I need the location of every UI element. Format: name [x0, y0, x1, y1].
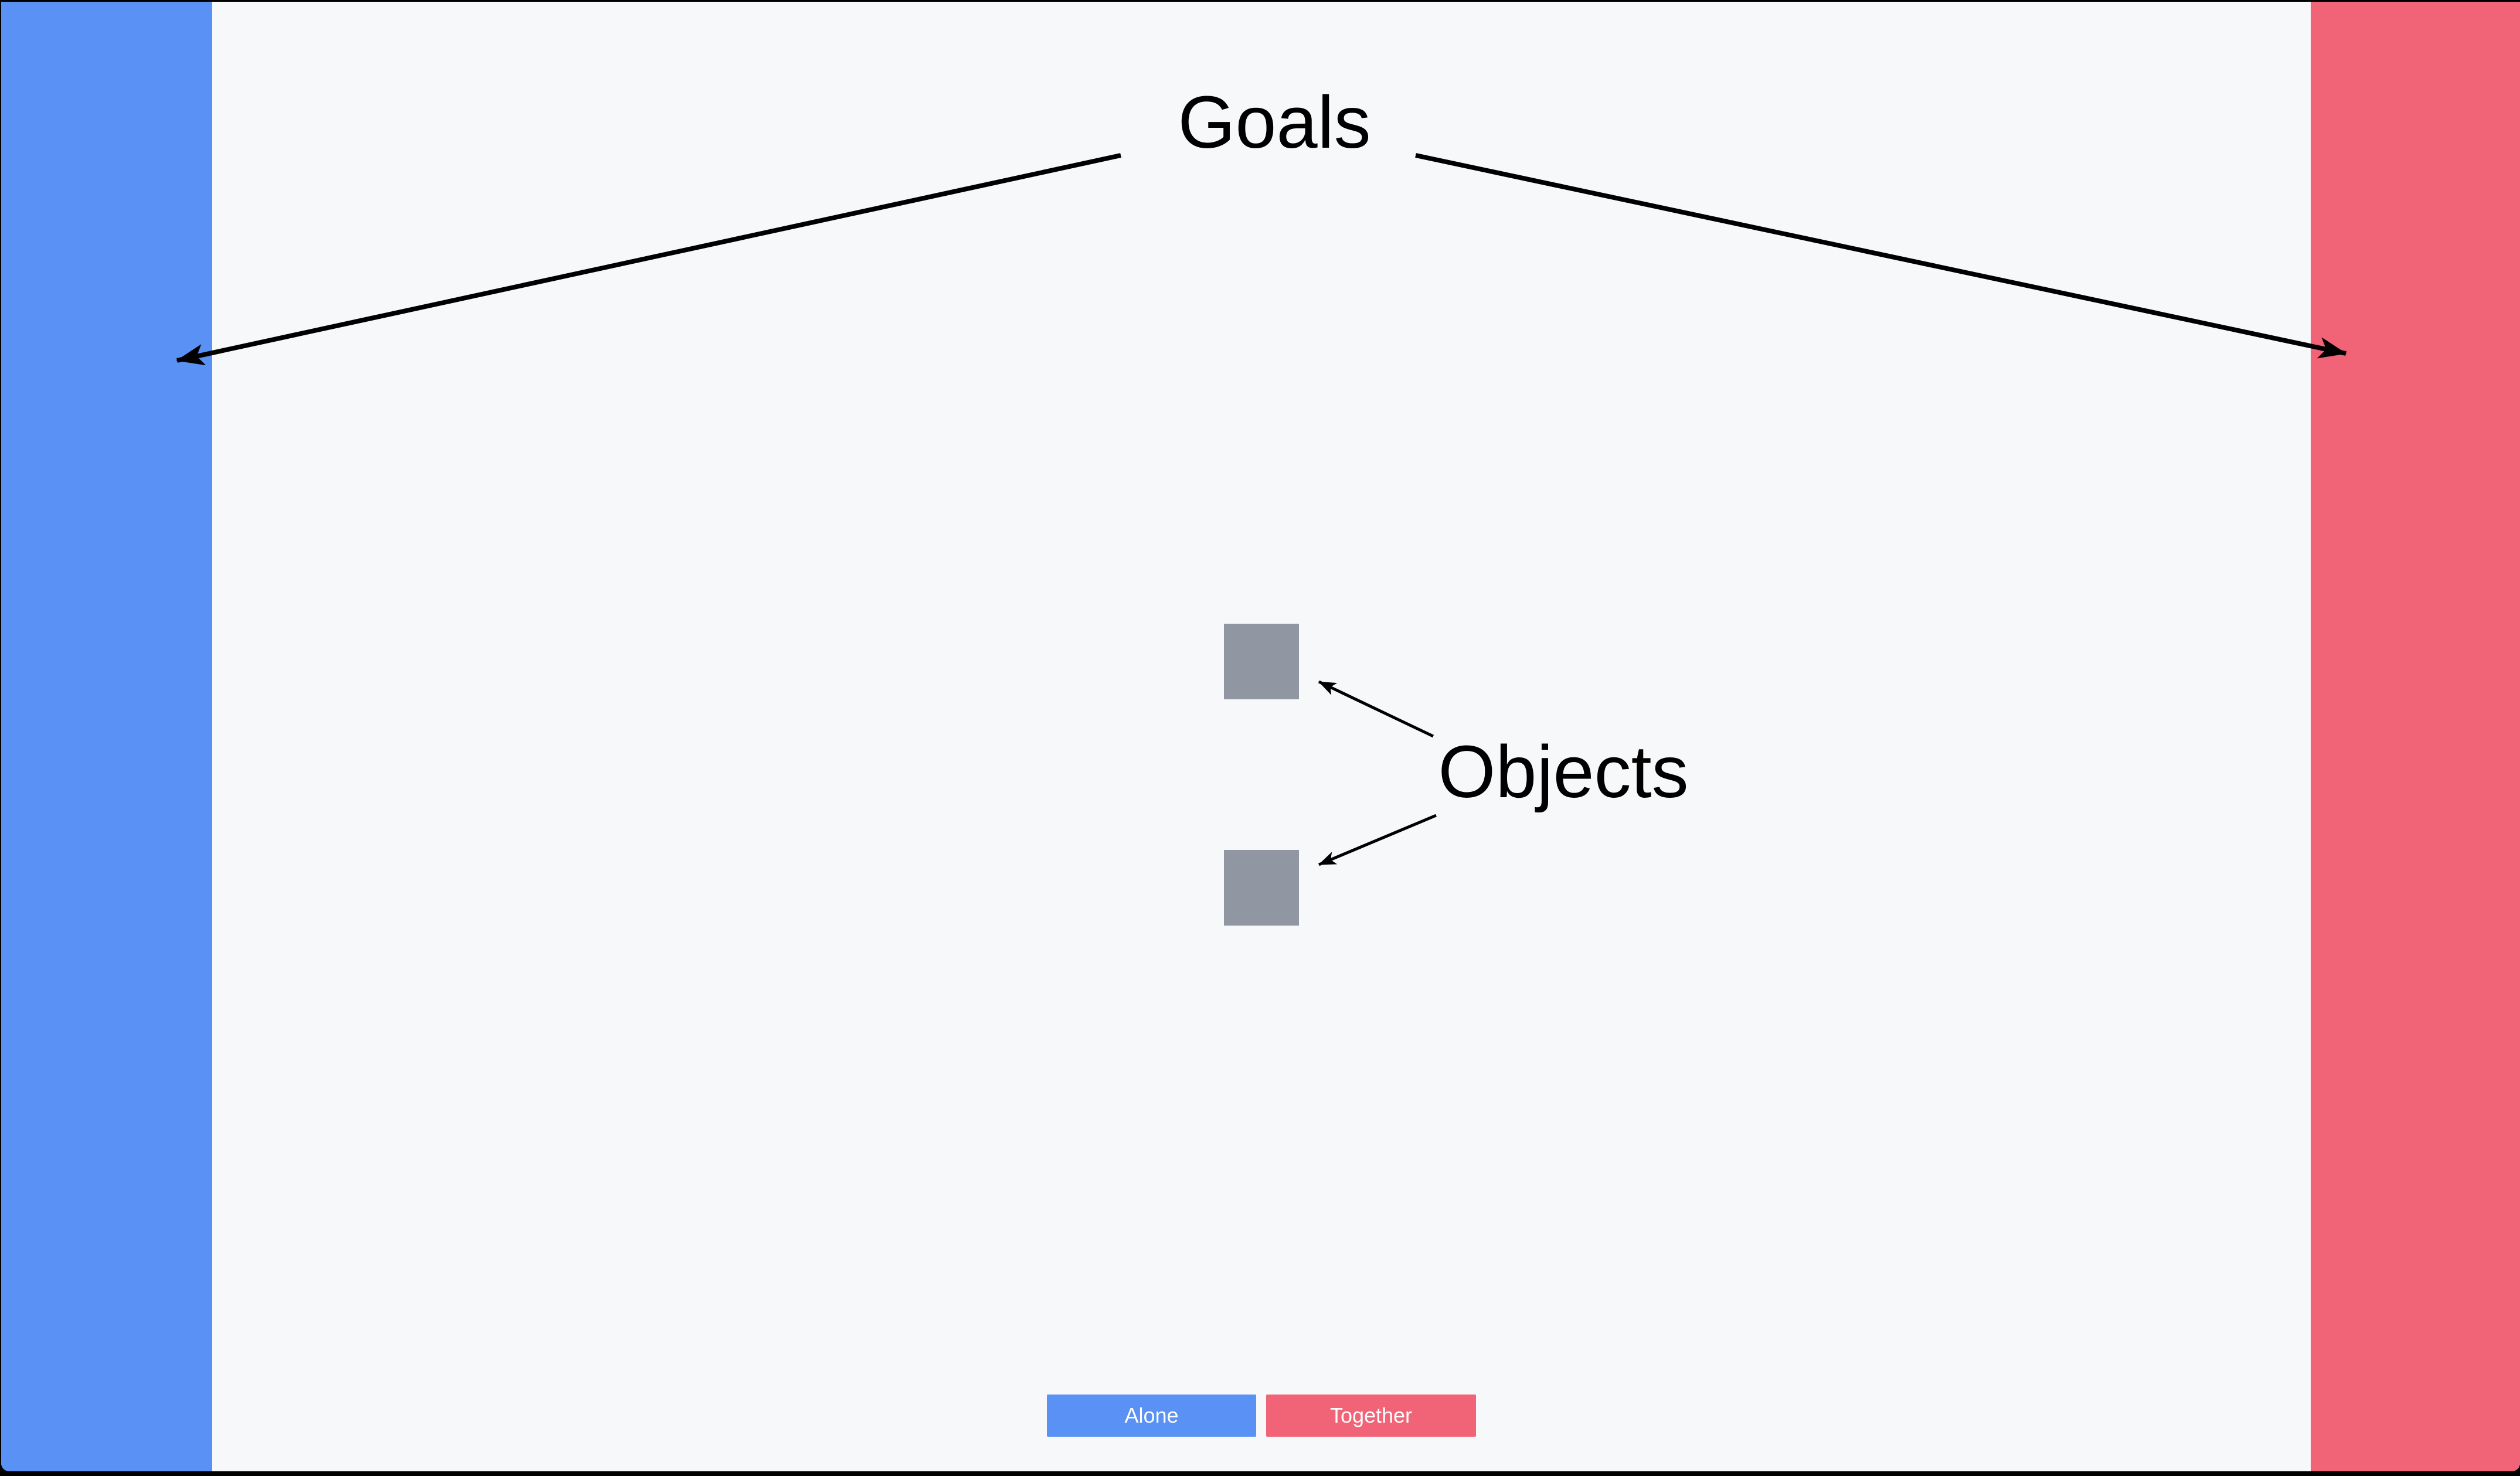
goals-right-arrow: [1415, 153, 2347, 359]
red-goal-zone: [2311, 2, 2520, 1471]
objects-label: Objects: [1438, 730, 1689, 813]
object-square[interactable]: [1224, 624, 1299, 699]
goals-left-arrow: [176, 153, 1121, 366]
object-square[interactable]: [1224, 850, 1299, 926]
alone-button[interactable]: Alone: [1047, 1395, 1256, 1437]
goals-label: Goals: [1178, 81, 1371, 164]
objects-upper-arrow: [1318, 680, 1434, 738]
together-button[interactable]: Together: [1266, 1395, 1476, 1437]
objects-lower-arrow: [1318, 814, 1437, 866]
blue-goal-zone: [1, 2, 212, 1471]
